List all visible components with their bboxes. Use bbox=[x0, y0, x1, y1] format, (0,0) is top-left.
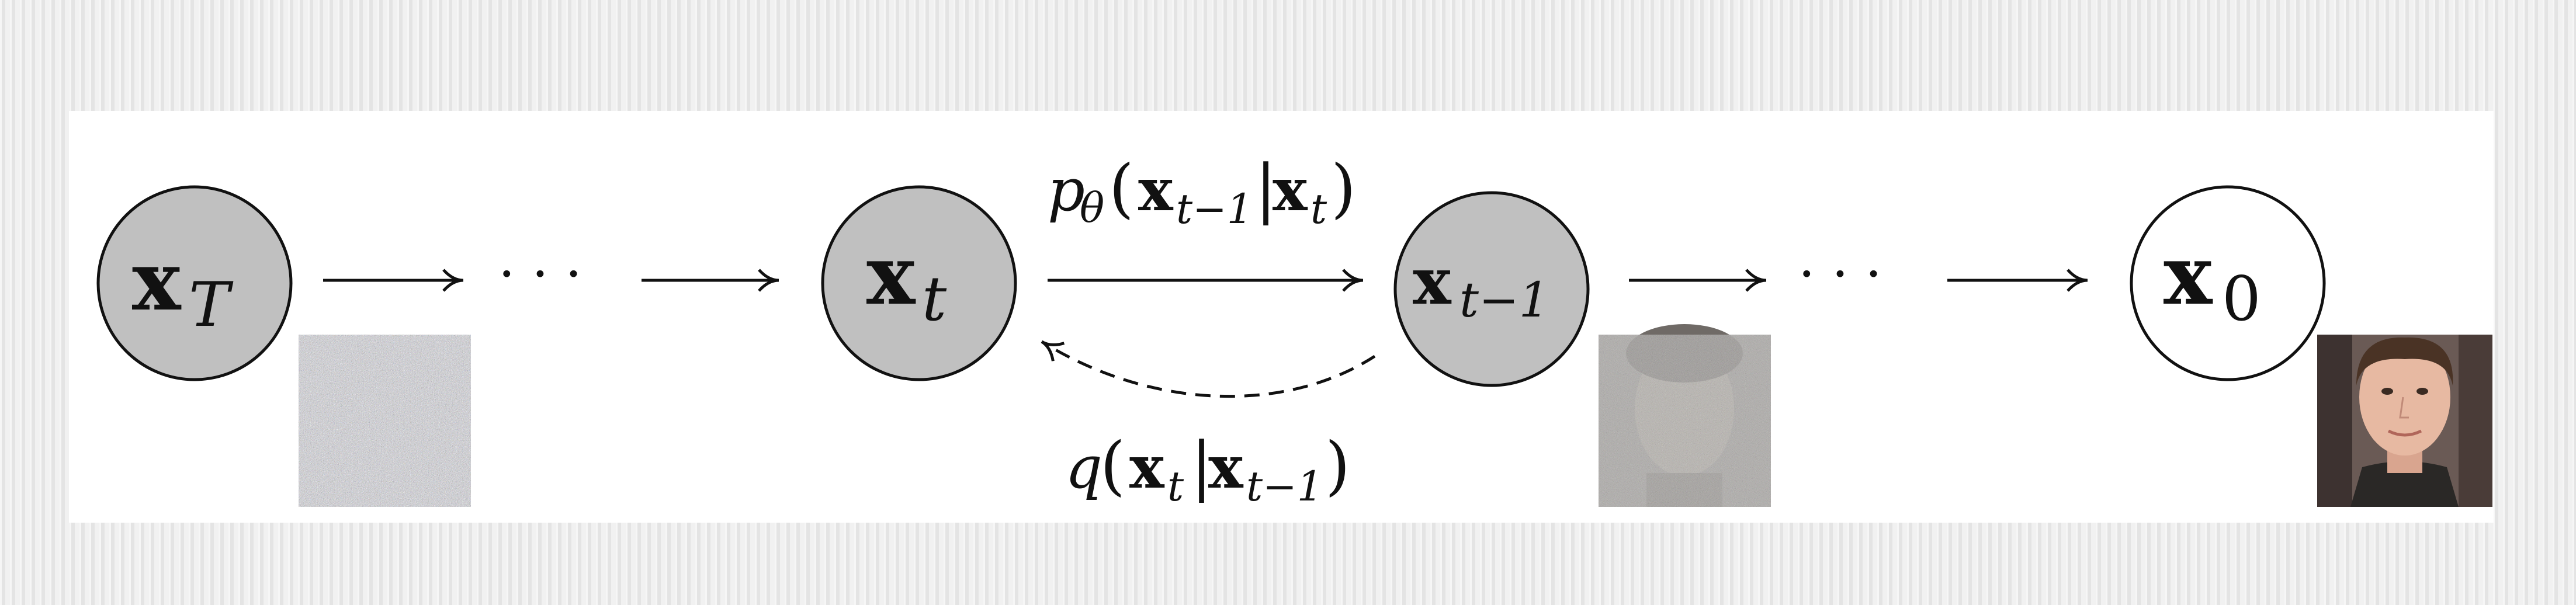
reverse-label-x1: x bbox=[1138, 155, 1174, 224]
node-xt1: x t−1 bbox=[1393, 191, 1590, 387]
node-xT-circle bbox=[96, 185, 293, 381]
node-xt-var: x bbox=[866, 228, 916, 324]
reverse-label-open: ( bbox=[1109, 151, 1134, 225]
node-xt: x t bbox=[821, 185, 1017, 381]
reverse-label-bar: | bbox=[1255, 151, 1277, 225]
node-xT: x T bbox=[96, 185, 293, 381]
forward-step-dashed-arrow bbox=[1041, 340, 1376, 398]
forward-label-q: q bbox=[1065, 433, 1102, 502]
reverse-label-x2-sub: t bbox=[1310, 185, 1327, 233]
diffusion-process-diagram: x T · · · x t p θ ( x t−1 | x t ) q ( x … bbox=[96, 151, 2492, 510]
noisy-face-image bbox=[1599, 324, 1771, 507]
node-x0-var: x bbox=[2164, 228, 2213, 324]
node-xT-sub: T bbox=[189, 269, 234, 340]
forward-label-x2: x bbox=[1208, 433, 1244, 502]
forward-label-bar: | bbox=[1191, 428, 1212, 503]
reverse-label-close: ) bbox=[1331, 151, 1356, 225]
ellipsis-1: · · · bbox=[498, 244, 582, 305]
forward-label-close: ) bbox=[1325, 428, 1350, 503]
forward-label-x2-sub: t−1 bbox=[1246, 463, 1323, 510]
reverse-label-p: p bbox=[1048, 156, 1085, 224]
face-photo bbox=[2317, 335, 2492, 507]
node-x0-sub: 0 bbox=[2222, 263, 2261, 335]
pure-noise-image bbox=[299, 335, 471, 507]
node-xT-var: x bbox=[132, 234, 182, 329]
forward-label-open: ( bbox=[1100, 428, 1125, 503]
node-xt-circle bbox=[821, 185, 1017, 381]
diagram-panel: x T · · · x t p θ ( x t−1 | x t ) q ( x … bbox=[69, 111, 2494, 523]
reverse-label-x1-sub: t−1 bbox=[1176, 185, 1253, 233]
reverse-label-x2: x bbox=[1273, 155, 1308, 224]
node-xt-sub: t bbox=[922, 263, 947, 335]
forward-label-x1-sub: t bbox=[1167, 463, 1184, 510]
node-xt1-circle bbox=[1393, 191, 1590, 387]
node-x0: x 0 bbox=[2130, 185, 2326, 381]
forward-label-x1: x bbox=[1129, 433, 1165, 502]
node-x0-circle bbox=[2130, 185, 2326, 381]
node-xt1-var: x bbox=[1413, 244, 1452, 319]
reverse-process-label: p θ ( x t−1 | x t ) bbox=[1048, 151, 1356, 233]
node-xt1-sub: t−1 bbox=[1459, 273, 1549, 328]
reverse-label-theta: θ bbox=[1080, 184, 1104, 232]
forward-process-label: q ( x t | x t−1 ) bbox=[1065, 428, 1350, 510]
ellipsis-2: · · · bbox=[1798, 244, 1882, 305]
